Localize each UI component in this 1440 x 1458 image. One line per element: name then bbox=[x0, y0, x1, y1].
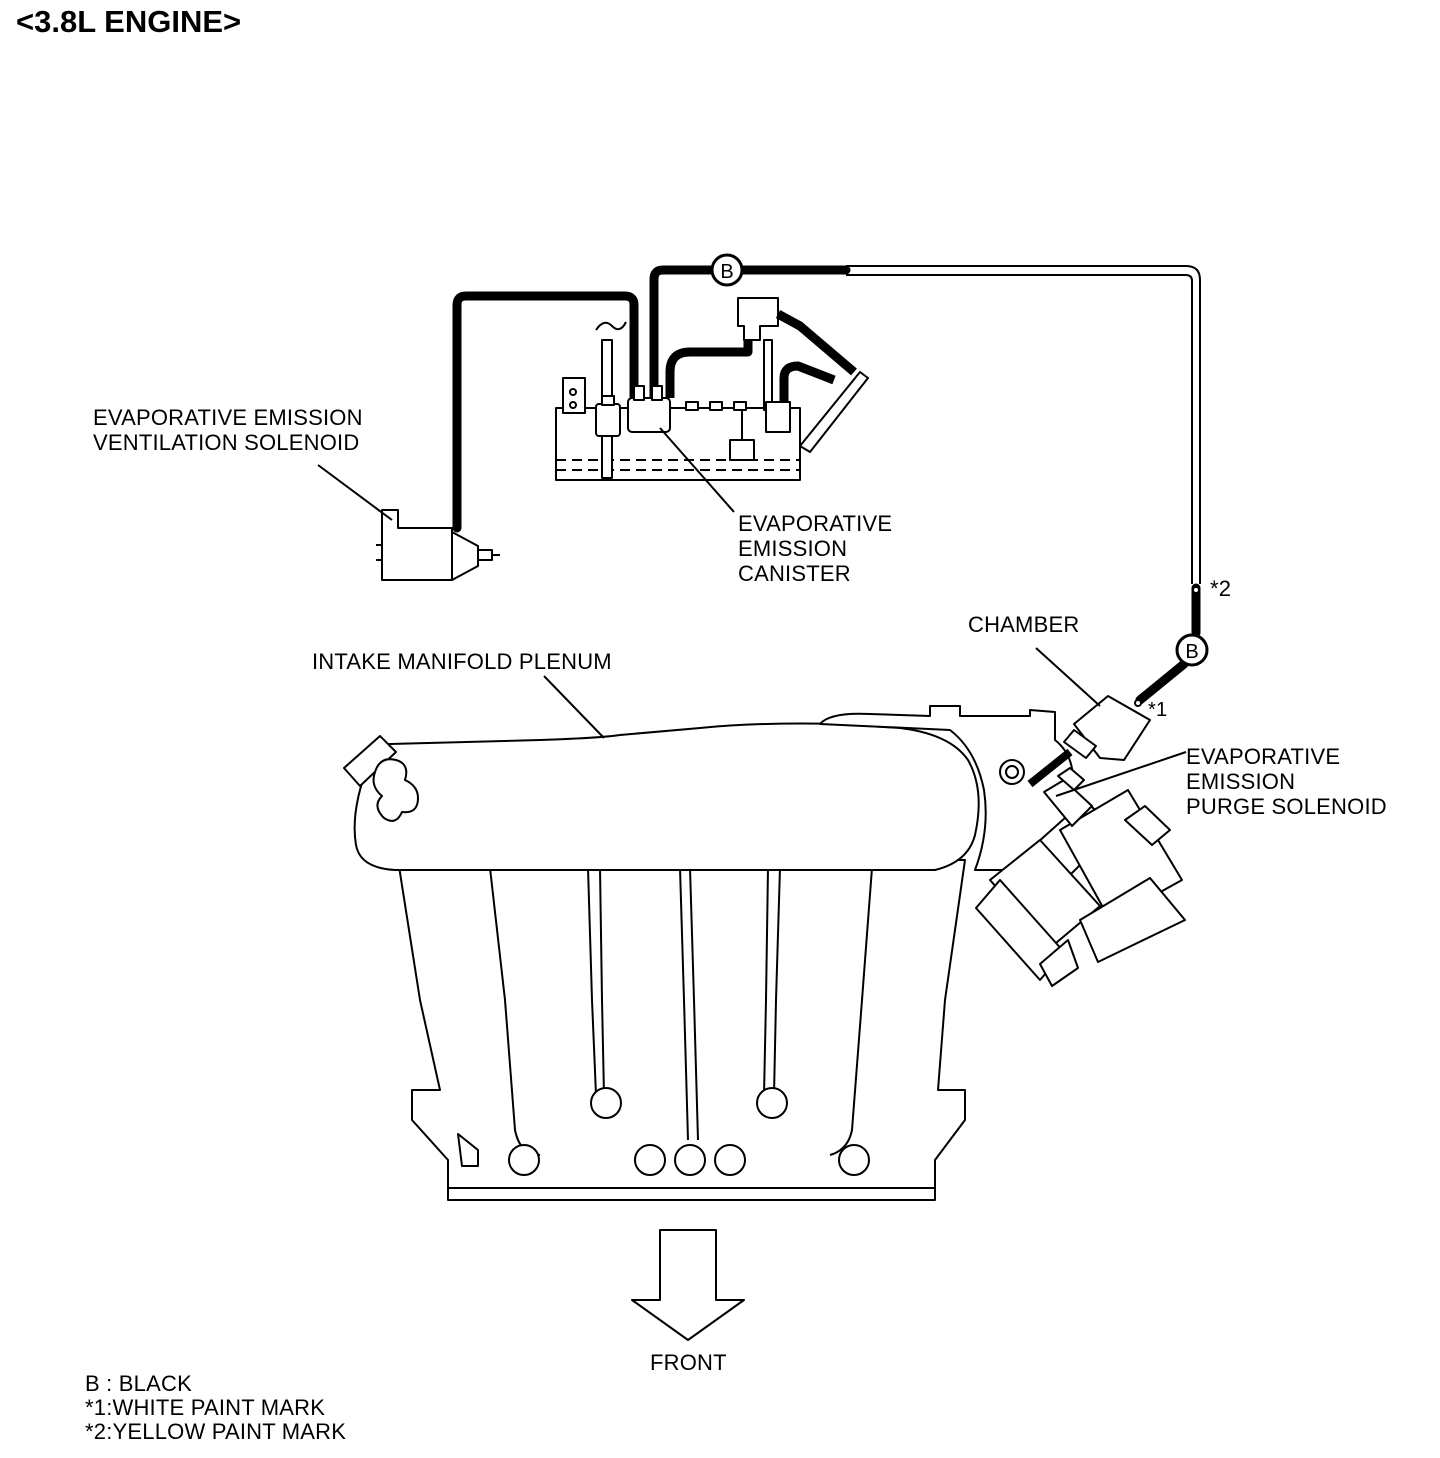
evaporative-canister bbox=[555, 297, 869, 481]
label-chamber: CHAMBER bbox=[968, 612, 1080, 637]
label-ventilation-line-2: VENTILATION SOLENOID bbox=[93, 430, 360, 455]
leader-canister bbox=[659, 427, 735, 513]
label-purge-line-3: PURGE SOLENOID bbox=[1186, 794, 1387, 819]
purge-solenoid bbox=[1027, 695, 1151, 827]
ventilation-solenoid bbox=[376, 509, 500, 581]
legend-item-black: B : BLACK bbox=[85, 1371, 192, 1396]
hose-vent-to-canister bbox=[452, 291, 639, 533]
black-marker-top bbox=[710, 253, 744, 287]
leader-chamber bbox=[1035, 647, 1101, 707]
label-front: FRONT bbox=[650, 1350, 727, 1375]
legend-item-white-mark: *1:WHITE PAINT MARK bbox=[85, 1395, 326, 1420]
legend: B : BLACK *1:WHITE PAINT MARK *2:YELLOW … bbox=[85, 1372, 346, 1444]
intake-manifold bbox=[343, 705, 1186, 1201]
label-purge-line-1: EVAPORATIVE bbox=[1186, 744, 1341, 769]
black-marker-top-letter: B bbox=[720, 261, 733, 283]
label-canister-line-2: EMISSION bbox=[738, 536, 848, 561]
white-paint-mark-dot bbox=[1134, 699, 1142, 707]
black-marker-right bbox=[1175, 633, 1209, 667]
label-purge-line-2: EMISSION bbox=[1186, 769, 1296, 794]
label-purge-solenoid: EVAPORATIVE EMISSION PURGE SOLENOID bbox=[1186, 744, 1387, 819]
page-title: <3.8L ENGINE> bbox=[16, 4, 242, 39]
leader-plenum bbox=[543, 675, 605, 739]
leader-ventilation bbox=[317, 464, 393, 521]
leader-purge bbox=[1055, 751, 1187, 797]
legend-item-yellow-mark: *2:YELLOW PAINT MARK bbox=[85, 1419, 347, 1444]
hose-purge-black-lower bbox=[1135, 583, 1201, 705]
yellow-paint-mark-dot bbox=[1192, 586, 1200, 594]
label-canister-line-1: EVAPORATIVE bbox=[738, 511, 893, 536]
label-canister-line-3: CANISTER bbox=[738, 561, 851, 586]
label-yellow-mark: *2 bbox=[1210, 576, 1232, 601]
black-marker-right-letter: B bbox=[1185, 641, 1198, 663]
label-white-mark: *1 bbox=[1148, 699, 1168, 721]
front-arrow bbox=[631, 1229, 745, 1341]
label-intake-plenum: INTAKE MANIFOLD PLENUM bbox=[312, 649, 612, 674]
label-ventilation-line-1: EVAPORATIVE EMISSION bbox=[93, 405, 363, 430]
label-canister: EVAPORATIVE EMISSION CANISTER bbox=[738, 511, 892, 586]
label-ventilation-solenoid: EVAPORATIVE EMISSION VENTILATION SOLENOI… bbox=[93, 405, 363, 455]
hose-white-run bbox=[846, 265, 1201, 584]
hose-canister-to-purge-black bbox=[649, 265, 851, 403]
